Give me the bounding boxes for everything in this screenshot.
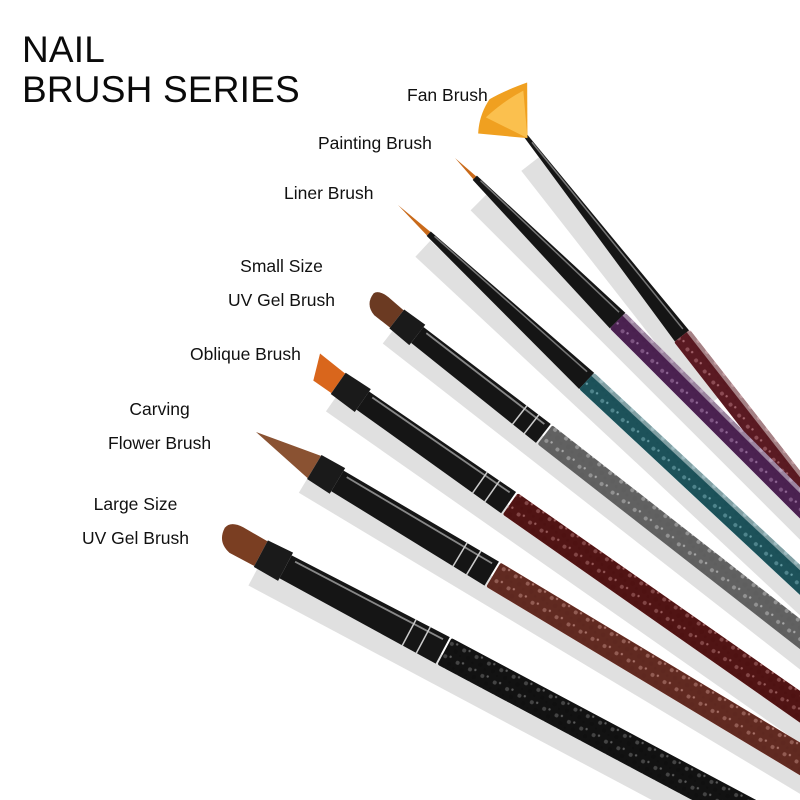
label-large-uv-gel-brush: Large Size UV Gel Brush <box>82 494 189 548</box>
title-line-2: BRUSH SERIES <box>22 69 300 110</box>
label-fan-brush: Fan Brush <box>407 85 488 105</box>
liner-brush <box>398 205 800 675</box>
label-liner-brush: Liner Brush <box>284 183 374 203</box>
label-painting-brush: Painting Brush <box>318 133 432 153</box>
carving-flower-brush <box>256 432 800 800</box>
title-line-1: NAIL <box>22 29 106 70</box>
label-carving-flower-brush: Carving Flower Brush <box>108 399 212 453</box>
oblique-brush <box>313 353 800 779</box>
painting-brush <box>455 158 800 635</box>
fan-brush <box>478 82 800 673</box>
large-uv-gel-brush <box>221 524 800 800</box>
page-title: NAIL BRUSH SERIES <box>22 30 300 110</box>
label-oblique-brush: Oblique Brush <box>190 344 301 364</box>
small-uv-gel-brush <box>369 292 800 738</box>
label-small-uv-gel-brush: Small Size UV Gel Brush <box>228 256 335 310</box>
